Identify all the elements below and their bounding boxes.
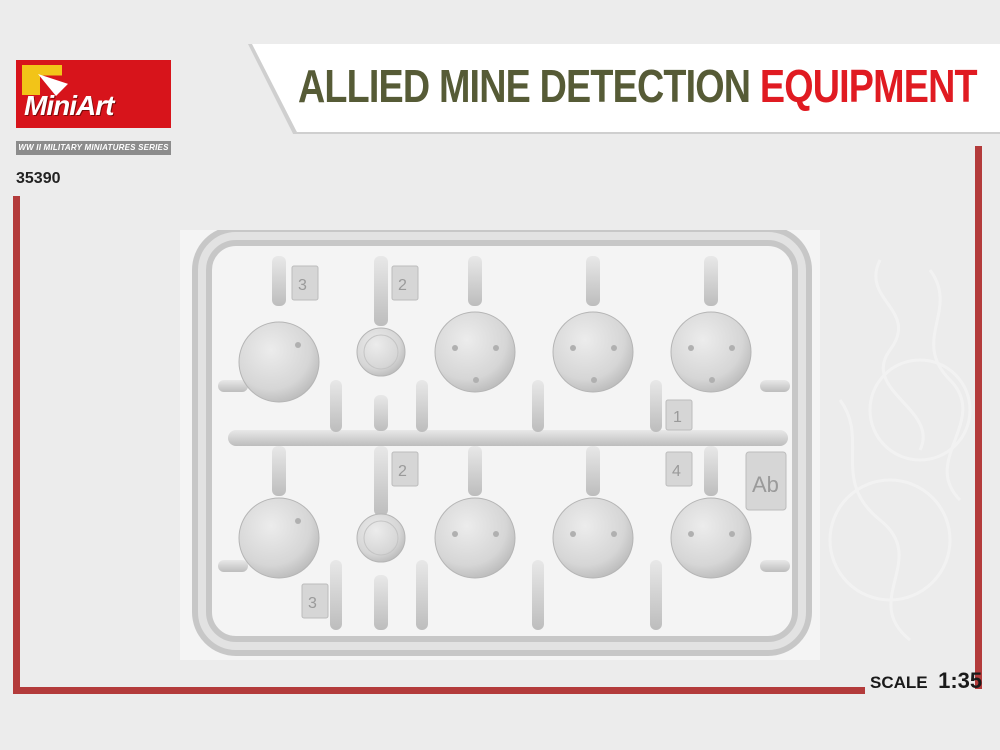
sprue-frame-highlight xyxy=(198,232,806,650)
part-label-4: 4 xyxy=(672,463,681,480)
sprue-label-ab: Ab xyxy=(752,472,779,497)
part-number-tabs xyxy=(291,265,787,619)
scale-value: 1:35 xyxy=(938,668,983,693)
title-accent: EQUIPMENT xyxy=(759,60,978,112)
logo-text: MiniArt xyxy=(24,90,114,121)
part-label-2-top: 2 xyxy=(398,277,407,294)
part-label-3-bottom: 3 xyxy=(308,595,317,612)
frame-bottom-border xyxy=(13,687,865,694)
kit-number: 35390 xyxy=(16,170,61,187)
sprue-part-details xyxy=(295,342,735,537)
part-number-labels: 3 2 1 2 4 3 Ab xyxy=(298,277,779,612)
scale-indicator: SCALE 1:35 xyxy=(870,666,982,696)
sprue-parts-top-row xyxy=(238,311,752,403)
decorative-watermark-icon xyxy=(828,259,972,642)
series-label: WW II MILITARY MINIATURES SERIES xyxy=(16,141,171,155)
sprue-parts-bottom-row xyxy=(238,497,752,579)
sprue-image: 3 2 1 2 4 3 Ab xyxy=(192,230,812,656)
frame-left-border xyxy=(13,196,20,694)
brand-logo: MiniArt xyxy=(16,60,171,128)
sprue-gates xyxy=(218,256,790,630)
frame-right-border xyxy=(975,146,982,689)
part-label-1: 1 xyxy=(673,409,682,426)
part-label-3-top: 3 xyxy=(298,277,307,294)
title-panel xyxy=(252,44,1000,132)
page-title: ALLIED MINE DETECTION EQUIPMENT xyxy=(298,56,978,116)
title-main: ALLIED MINE DETECTION xyxy=(298,60,751,112)
sprue-center-runner xyxy=(228,430,788,446)
scale-label: SCALE xyxy=(870,673,928,692)
part-label-2-bottom: 2 xyxy=(398,463,407,480)
